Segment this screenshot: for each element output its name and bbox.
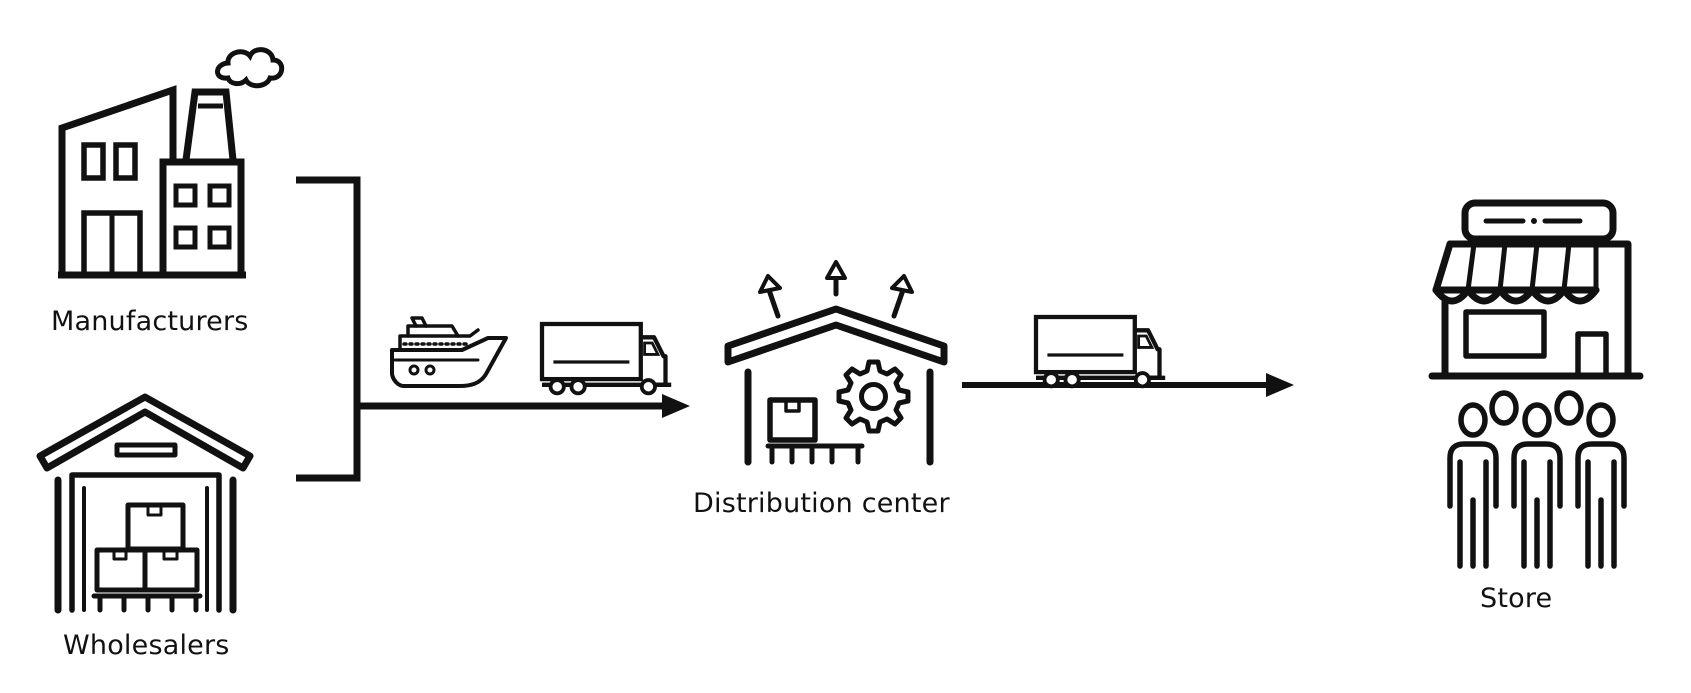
truck-icon bbox=[1036, 317, 1165, 386]
wholesalers-label: Wholesalers bbox=[63, 630, 230, 661]
distribution-center-label: Distribution center bbox=[693, 488, 950, 519]
gear-icon bbox=[836, 359, 911, 434]
warehouse-icon bbox=[36, 393, 254, 614]
customers-icon bbox=[1447, 390, 1627, 569]
truck-icon bbox=[542, 324, 671, 393]
distribution-center-icon bbox=[724, 260, 948, 466]
store-icon bbox=[1428, 199, 1644, 380]
manufacturers-label: Manufacturers bbox=[51, 306, 249, 337]
store-label: Store bbox=[1480, 583, 1553, 614]
arrow-to-store bbox=[962, 373, 1294, 397]
ship-icon bbox=[390, 316, 508, 388]
arrow-to-distribution bbox=[357, 394, 690, 418]
factory-icon bbox=[58, 47, 285, 279]
merge-bracket bbox=[296, 176, 361, 482]
